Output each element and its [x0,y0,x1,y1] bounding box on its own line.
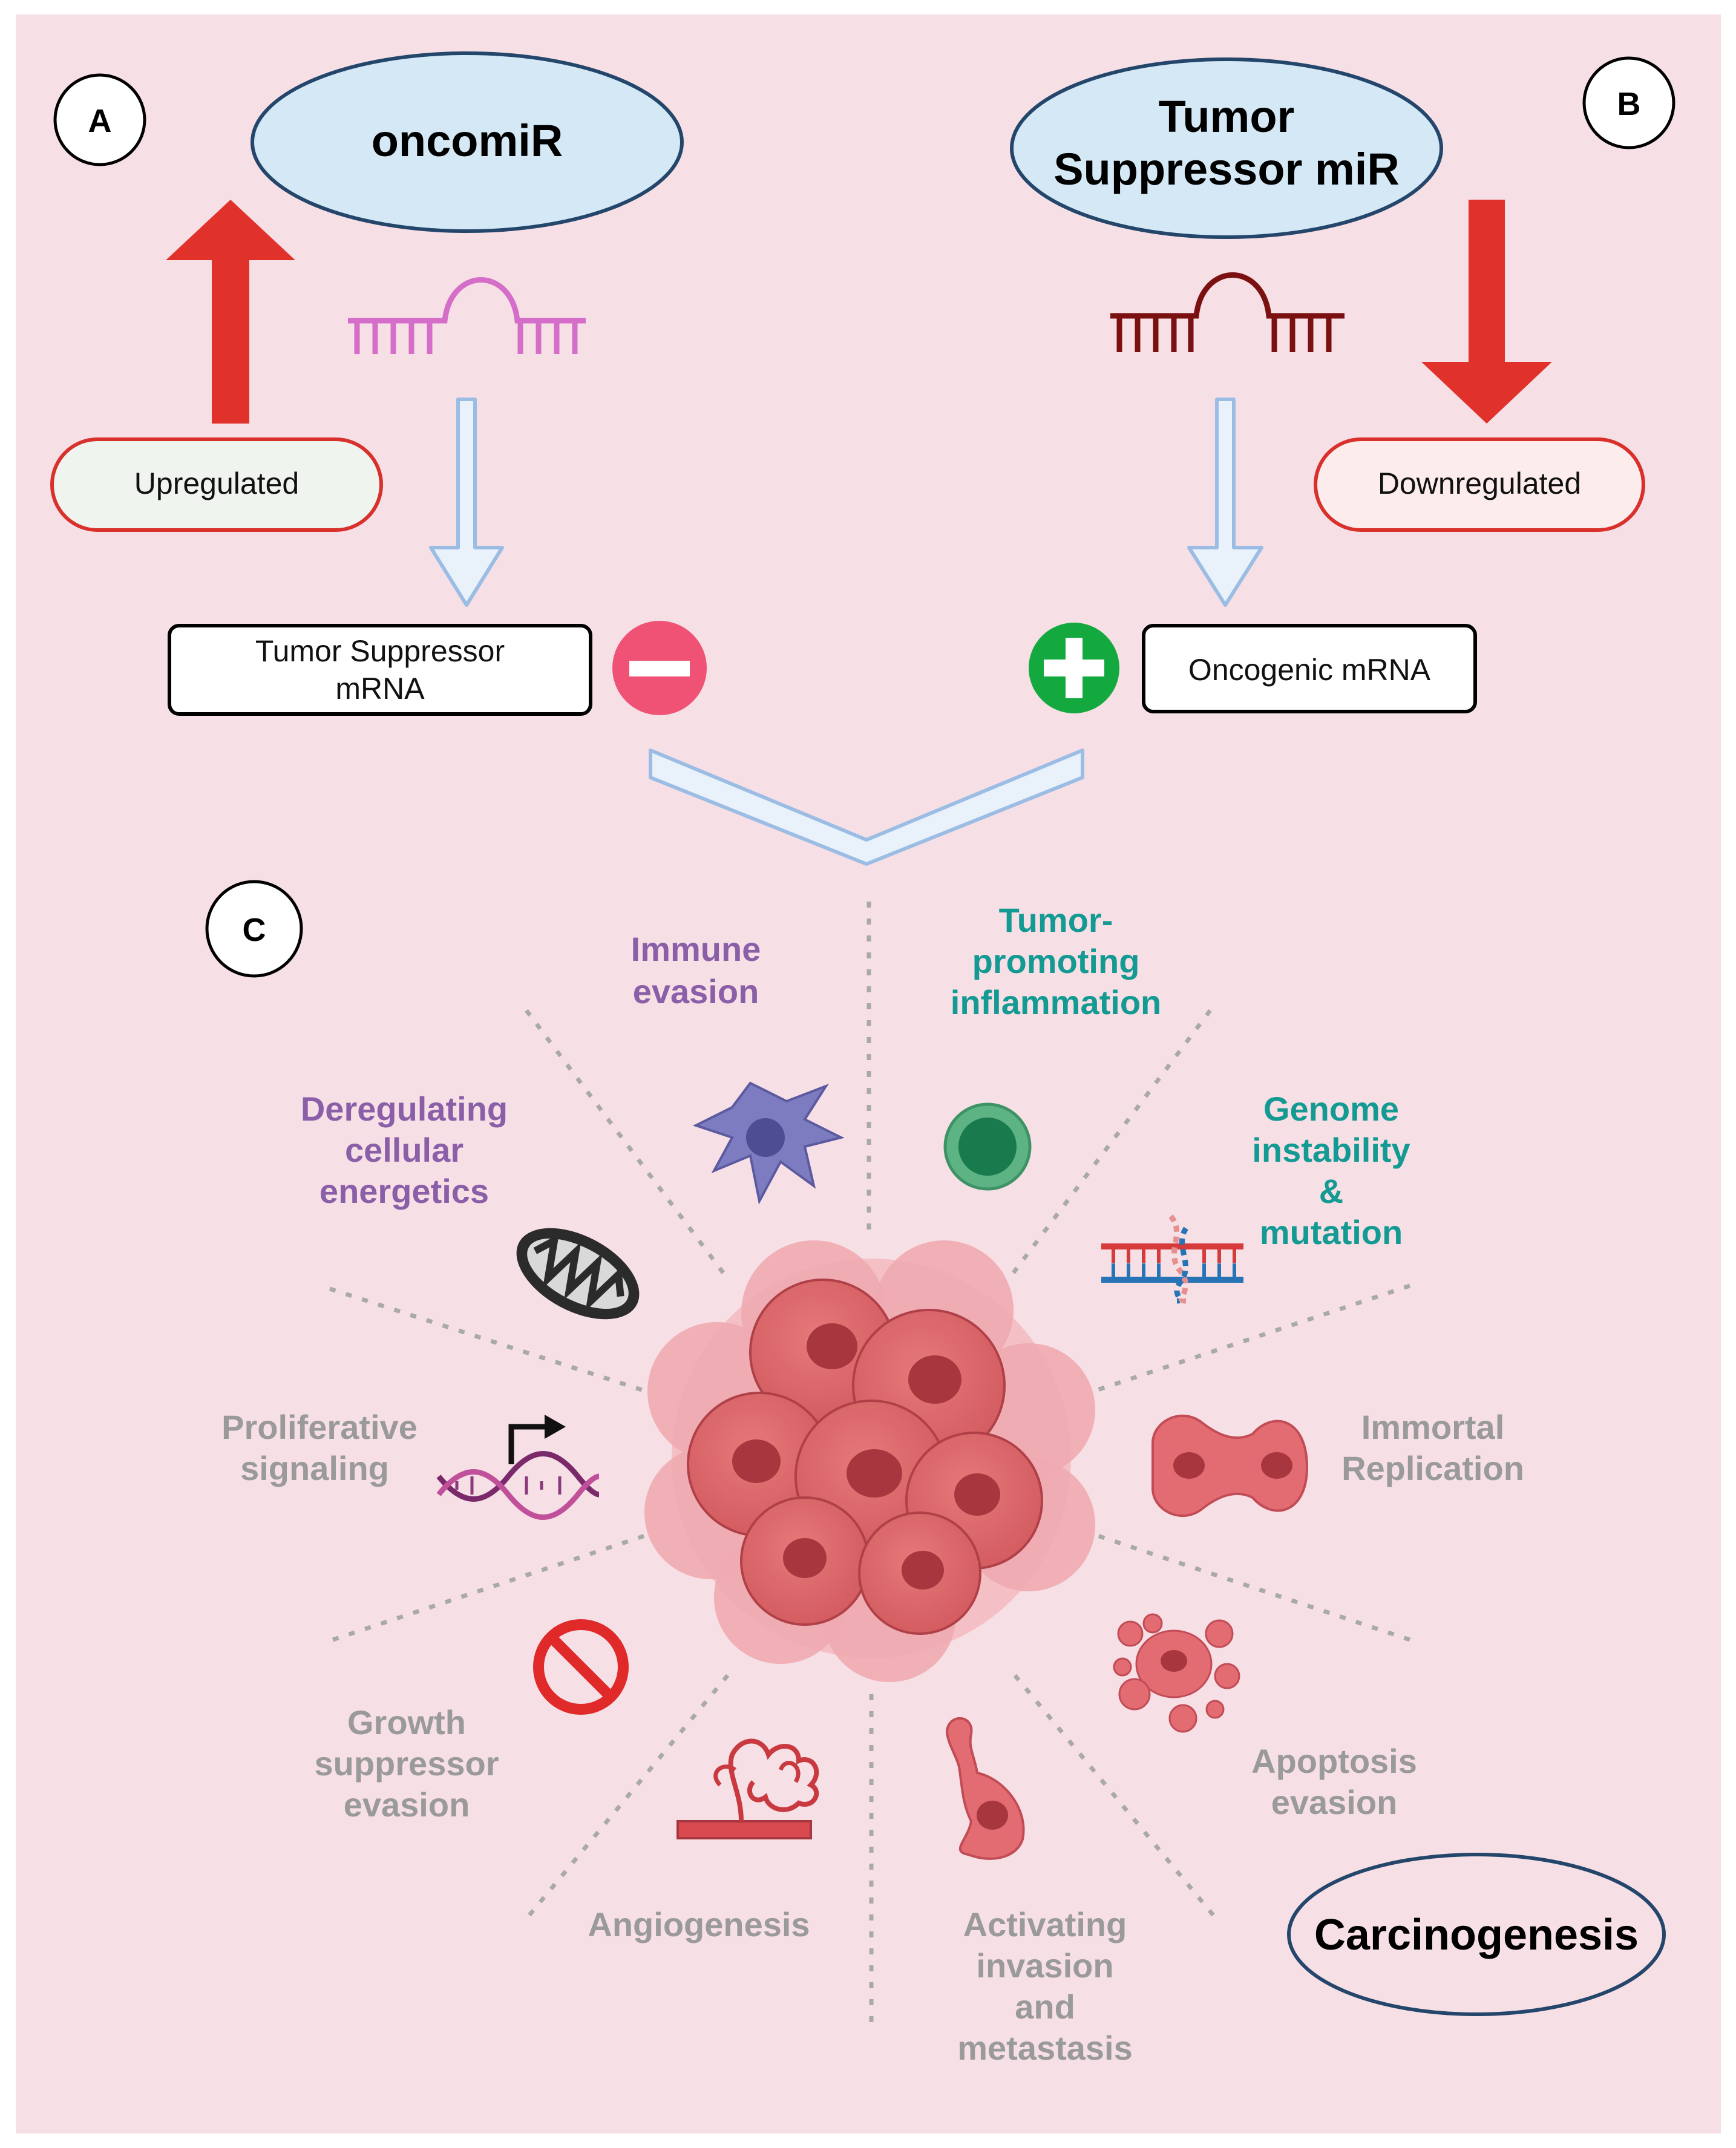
tumor-suppressor-mrna-line2: mRNA [335,672,425,706]
hallmark-invasion-line2: invasion [976,1947,1113,1985]
downregulated-badge: Downregulated [1314,437,1645,532]
hallmark-inflammation-line2: promoting [972,942,1140,980]
hallmark-immune-evasion-line1: Immune [631,930,761,968]
panel-a-label: A [88,103,112,139]
tumor-suppressor-mir-title-line1: Tumor [1159,91,1295,142]
panel-c-badge: C [205,880,303,978]
dividing-cell-icon [1151,1415,1309,1517]
hallmark-immortal-line1: Immortal [1361,1408,1505,1446]
carcinogenesis-ellipse: Carcinogenesis [1287,1853,1666,2016]
oncomir-ellipse: oncomiR [251,51,684,233]
hallmark-proliferative-line2: signaling [240,1449,389,1487]
hallmark-genome-line2: instability [1252,1131,1410,1169]
dna-damage-icon [1101,1214,1243,1304]
hallmark-immortal-line2: Replication [1341,1449,1524,1487]
carcinogenesis-label: Carcinogenesis [1314,1911,1639,1959]
inflammatory-cell-icon [943,1102,1032,1191]
oncogenic-mrna-box: Oncogenic mRNA [1142,624,1477,713]
panel-c-label: C [243,912,266,948]
prohibition-icon [533,1619,629,1715]
hallmark-invasion-line4: metastasis [957,2029,1133,2067]
hallmark-angiogenesis: Angiogenesis [588,1905,810,1943]
hallmark-apoptosis-line1: Apoptosis [1251,1742,1417,1780]
migrating-cell-icon [945,1717,1025,1860]
oncomir-rna-icon [348,277,586,354]
hallmark-genome-line1: Genome [1263,1090,1399,1128]
left-targets-arrow-icon [429,398,504,607]
tumor-suppressor-mrna-line1: Tumor Suppressor [255,634,505,668]
dendritic-cell-icon [692,1081,845,1205]
apoptotic-cell-icon [1113,1613,1240,1733]
right-targets-arrow-icon [1187,398,1263,607]
hallmark-energetics-line1: Deregulating [301,1090,508,1128]
plus-icon [1029,623,1119,713]
hallmark-invasion-line1: Activating [963,1905,1127,1943]
hallmark-genome-line4: mutation [1260,1213,1403,1251]
mitochondrion-icon [516,1228,640,1320]
upregulated-badge: Upregulated [50,437,383,532]
hallmark-proliferative-line1: Proliferative [221,1408,418,1446]
panel-a-badge: A [53,73,146,166]
downregulated-label: Downregulated [1378,467,1581,500]
hallmark-invasion-line3: and [1015,1988,1075,2026]
hallmark-energetics-line3: energetics [319,1172,489,1210]
hallmark-growth-suppressor-line3: evasion [344,1786,470,1824]
tumor-suppressor-mrna-box: Tumor Suppressor mRNA [168,624,592,716]
oncogenic-mrna-label: Oncogenic mRNA [1188,653,1431,687]
downregulation-arrow-icon [1421,200,1552,424]
hallmark-growth-suppressor-line2: suppressor [315,1744,499,1783]
minus-icon [612,621,707,715]
hallmark-spokes [329,902,1411,2024]
panel-b-badge: B [1582,56,1675,149]
tumor-suppressor-mir-ellipse: Tumor Suppressor miR [1010,57,1443,239]
panel-b-label: B [1617,86,1641,122]
blood-vessel-icon [676,1738,819,1839]
oncomir-title: oncomiR [372,116,563,166]
tumor-suppressor-mir-title-line2: Suppressor miR [1053,144,1400,194]
gene-expression-icon [436,1415,600,1520]
hallmark-genome-line3: & [1319,1172,1343,1210]
hallmark-growth-suppressor-line1: Growth [347,1703,466,1741]
hallmark-immune-evasion-line2: evasion [633,972,759,1010]
hallmark-inflammation-line3: inflammation [951,983,1161,1021]
converging-chevron-icon [649,748,1084,866]
hallmark-inflammation-line1: Tumor- [999,901,1113,939]
hallmark-energetics-line2: cellular [345,1131,463,1169]
upregulation-arrow-icon [166,200,295,424]
hallmark-apoptosis-line2: evasion [1271,1783,1398,1821]
upregulated-label: Upregulated [134,467,299,500]
tumor-suppressor-rna-icon [1110,272,1345,352]
tumor-cell-cluster-icon [644,1240,1095,1682]
